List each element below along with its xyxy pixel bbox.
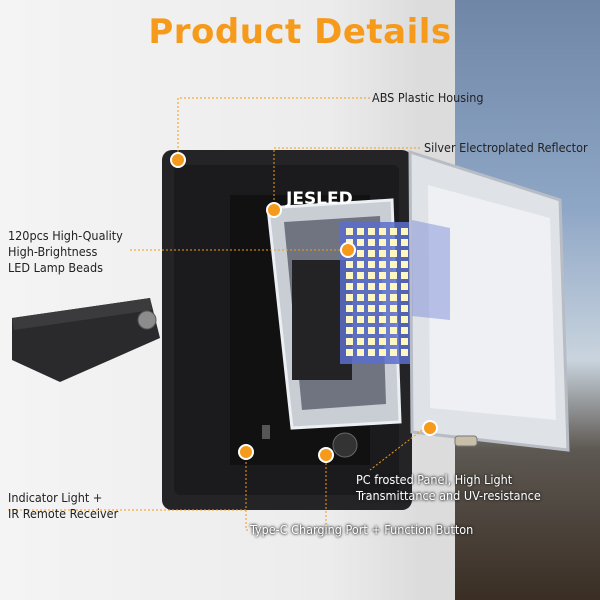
led-bead [390,349,397,356]
label-beads-line1: 120pcs High-Quality [8,228,123,243]
led-bead [346,228,353,235]
led-bead [346,327,353,334]
led-bead [346,294,353,301]
led-bead [401,239,408,246]
label-beads: 120pcs High-Quality High-Brightness LED … [8,228,123,276]
led-bead [379,338,386,345]
led-bead [390,228,397,235]
led-bead [401,294,408,301]
indicator-light-icon [262,425,270,439]
led-bead [379,283,386,290]
led-bead [401,272,408,279]
led-bead [357,349,364,356]
led-bead [368,338,375,345]
callout-dot-reflector [266,202,282,218]
led-bead [379,327,386,334]
led-bead [401,338,408,345]
callout-dot-panel [422,420,438,436]
led-bead [357,327,364,334]
label-panel: PC frosted Panel, High Light Transmittan… [356,472,541,504]
function-button-icon [332,432,358,458]
led-bead [357,228,364,235]
led-bead [346,305,353,312]
led-bead [379,228,386,235]
callout-dot-indicator [238,444,254,460]
led-bead [379,261,386,268]
led-bead [368,283,375,290]
led-bead [368,294,375,301]
led-bead [390,283,397,290]
callout-dot-beads [340,242,356,258]
led-bead [390,261,397,268]
led-bead [357,283,364,290]
led-bead [357,250,364,257]
led-bead [401,228,408,235]
label-panel-line2: Transmittance and UV-resistance [356,488,541,503]
led-bead [368,327,375,334]
led-bead [346,349,353,356]
label-indicator-line1: Indicator Light + [8,490,103,505]
led-bead [401,283,408,290]
led-bead [390,327,397,334]
led-bead [346,283,353,290]
bracket-screw-icon [137,310,157,330]
led-bead [379,272,386,279]
label-indicator-line2: IR Remote Receiver [8,506,119,521]
led-bead [368,261,375,268]
led-bead [390,294,397,301]
led-bead [368,228,375,235]
callout-dot-housing [170,152,186,168]
label-indicator: Indicator Light + IR Remote Receiver [8,490,118,522]
led-bead [368,250,375,257]
label-beads-line2: High-Brightness [8,244,98,259]
led-bead [346,316,353,323]
led-bead [401,327,408,334]
led-bead [390,316,397,323]
led-bead [401,261,408,268]
led-bead [357,294,364,301]
label-reflector: Silver Electroplated Reflector [424,140,588,155]
led-bead [379,294,386,301]
led-bead [346,272,353,279]
led-bead [401,316,408,323]
led-bead [357,305,364,312]
led-bead [390,250,397,257]
led-bead [357,316,364,323]
led-bead [390,338,397,345]
led-bead [379,316,386,323]
label-charging: Type-C Charging Port + Function Button [250,522,474,537]
led-bead [346,338,353,345]
label-panel-line1: PC frosted Panel, High Light [356,472,513,487]
led-bead [379,305,386,312]
led-bead [390,239,397,246]
led-bead [368,305,375,312]
led-bead [379,349,386,356]
led-bead [368,239,375,246]
led-bead [379,250,386,257]
led-bead [401,349,408,356]
led-bead [357,261,364,268]
led-bead [390,272,397,279]
led-bead [346,261,353,268]
led-bead [379,239,386,246]
led-bead [357,338,364,345]
led-bead [357,239,364,246]
led-bead [357,272,364,279]
led-bead [368,272,375,279]
led-bead [368,316,375,323]
label-housing: ABS Plastic Housing [372,90,484,105]
led-bead [390,305,397,312]
led-bead [368,349,375,356]
label-beads-line3: LED Lamp Beads [8,260,103,275]
callout-dot-charging [318,447,334,463]
led-bead [401,305,408,312]
brand-logo: JESLED [285,189,353,209]
page-title: Product Details [148,12,452,52]
led-bead [401,250,408,257]
